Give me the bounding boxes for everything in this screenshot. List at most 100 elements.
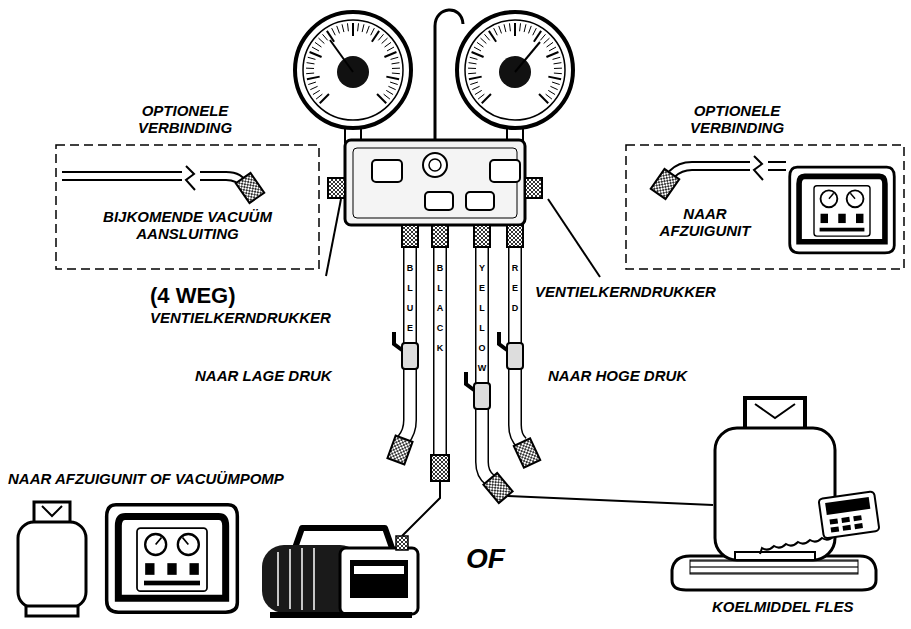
gauge-tick xyxy=(386,90,393,94)
dashed-border xyxy=(626,145,904,269)
scale-display xyxy=(841,517,850,523)
hose-fitting xyxy=(507,225,523,247)
gauge-tick xyxy=(316,94,322,99)
label-wrap: RED xyxy=(510,258,520,318)
gauge-tick xyxy=(499,26,502,34)
scale-display xyxy=(818,491,879,538)
label-wrap: NAAR AFZUIGUNIT OF VACUÜMPOMP xyxy=(8,470,284,487)
gauge-tick xyxy=(315,42,321,47)
gauge-tick xyxy=(378,34,383,40)
vacuum-pump xyxy=(350,560,408,598)
hose-fitting xyxy=(402,225,418,247)
scale-display xyxy=(831,526,840,532)
leader-line xyxy=(326,199,713,536)
gauge-tick xyxy=(332,28,336,35)
label-wrap: NAAR HOGE DRUK xyxy=(548,367,687,384)
diagram-title: (4 WEG) xyxy=(150,283,331,309)
gauge-tick xyxy=(474,47,481,51)
manifold-body xyxy=(345,140,525,225)
label-wrap: NAAR LAGE DRUK xyxy=(195,367,332,384)
gauge-tick xyxy=(366,26,369,34)
gauge-tick xyxy=(327,31,334,42)
scale-display xyxy=(842,525,851,531)
gauge-tick xyxy=(509,23,511,31)
label-wrap: YELLOW xyxy=(477,258,487,378)
gauge-tick xyxy=(546,52,558,57)
label-wrap: (4 WEG)VENTIELKERNDRUKKER xyxy=(150,283,331,326)
gauge-tick xyxy=(342,24,344,32)
label-wrap: OF xyxy=(466,543,505,575)
gauge-tick xyxy=(478,94,484,99)
gauge-tick xyxy=(472,86,479,89)
box-text: NAAR AFZUIGUNIT xyxy=(645,205,765,239)
manifold-body xyxy=(328,178,345,198)
leader-line xyxy=(402,482,440,536)
gauge-tick xyxy=(392,73,400,75)
gauge-tick xyxy=(540,34,545,40)
gauge-tick xyxy=(533,28,537,35)
vacuum-pump xyxy=(396,536,408,550)
gauge-tick xyxy=(352,23,354,36)
vacuum-connection-hose xyxy=(186,166,195,190)
recovery-connection-hose xyxy=(651,156,786,199)
gauge-tick xyxy=(390,82,398,84)
hose-end-fitting xyxy=(431,455,449,481)
hose-fitting xyxy=(474,225,490,247)
gauge-tick xyxy=(307,63,315,64)
hose-color: YELLOW xyxy=(477,258,487,378)
gauge-tick xyxy=(307,77,320,80)
callout-label: VENTIELKERNDRUKKER xyxy=(150,309,331,326)
vacuum-connection-hose xyxy=(236,173,265,203)
gauge-tick xyxy=(391,57,399,59)
gauge-tick xyxy=(469,63,477,64)
vacuum-pump xyxy=(278,548,314,610)
gauge-tick xyxy=(548,77,561,80)
scale-display xyxy=(760,536,834,554)
gauge-tick xyxy=(385,42,391,47)
gauge-tick xyxy=(312,47,319,51)
gauge-tick xyxy=(484,34,489,40)
gauge-tick xyxy=(468,68,476,69)
manifold-body xyxy=(353,148,517,218)
leader-line xyxy=(548,199,600,277)
high-pressure-gauge xyxy=(457,12,573,128)
box-text-wrap: NAAR AFZUIGUNIT xyxy=(645,205,765,239)
recovery-unit xyxy=(107,505,238,612)
ball-valve xyxy=(474,383,490,409)
gauge-tick xyxy=(372,31,379,42)
gauge-tick xyxy=(494,28,498,35)
gauge-tick xyxy=(384,94,390,99)
gauge-tick xyxy=(384,52,396,57)
manifold-body xyxy=(372,160,402,182)
gauge-tick xyxy=(554,68,562,69)
manifold-body xyxy=(490,160,520,182)
gauge-tick xyxy=(310,86,317,89)
scale-display xyxy=(825,497,870,515)
label-wrap: VENTIELKERNDRUKKER xyxy=(535,283,716,300)
ball-valve xyxy=(394,332,523,409)
gauge-tick xyxy=(480,38,486,43)
low-pressure-gauge xyxy=(330,40,353,72)
gauge-tick xyxy=(387,47,394,51)
hose xyxy=(403,247,522,480)
recovery-connection-hose xyxy=(754,156,763,180)
gauge-tick xyxy=(313,90,320,94)
gauge-tick xyxy=(519,23,521,31)
callout-label: VENTIELKERNDRUKKER xyxy=(535,283,716,300)
vacuum-connection-hose xyxy=(62,176,244,186)
vacuum-pump xyxy=(354,566,404,574)
high-pressure-gauge xyxy=(515,42,540,72)
hose-color: BLACK xyxy=(435,258,445,358)
label-wrap: BLUE xyxy=(405,258,415,338)
gauge-tick xyxy=(470,57,478,59)
gauge-tick xyxy=(382,38,388,43)
ball-valve xyxy=(466,372,474,390)
gauge-tick xyxy=(524,24,526,32)
vacuum-pump xyxy=(340,548,418,614)
hose-color: RED xyxy=(510,258,520,318)
gauge-tick xyxy=(310,52,322,57)
scale-display xyxy=(854,523,863,529)
gauge-tick xyxy=(469,77,482,80)
